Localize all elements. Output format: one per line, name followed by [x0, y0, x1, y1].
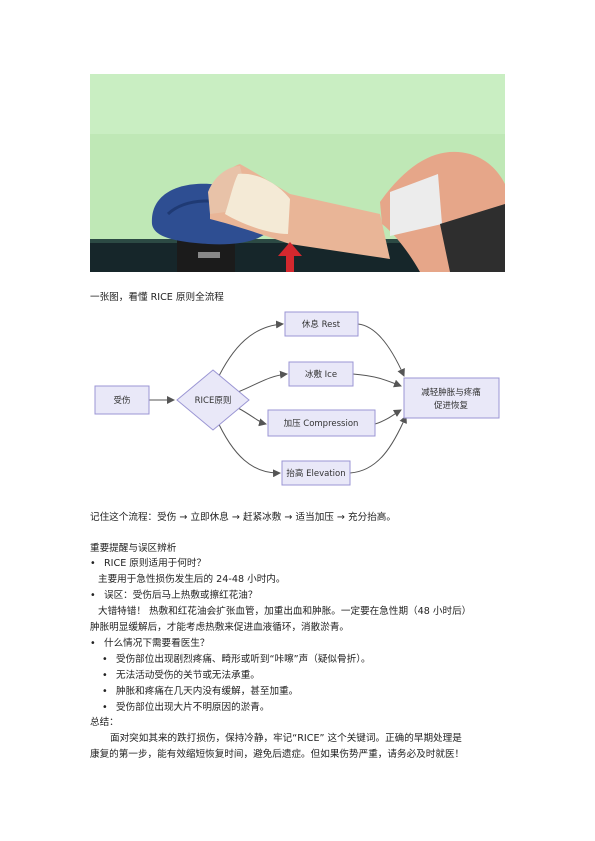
node-ice: [288, 361, 354, 387]
question-3-text: 什么情况下需要看医生？: [104, 638, 210, 649]
question-3: • 什么情况下需要看医生？: [90, 637, 210, 651]
image-caption: 一张图，看懂 RICE 原则全流程: [90, 292, 224, 303]
node-injury: [94, 385, 150, 415]
node-outcome-label-1: 减轻肿胀与疼痛: [421, 387, 481, 398]
edge-decision-ice: [237, 370, 288, 393]
doctor-item-text: 肿胀和疼痛在几天内没有缓解，甚至加重。: [116, 686, 299, 697]
node-elevation-label: 抬高 Elevation: [286, 468, 345, 479]
edge-decision-compression: [237, 407, 267, 427]
answer-2-line-2: 肿胀明显缓解后，才能考虑热敷来促进血液循环，消散淤青。: [90, 622, 350, 633]
doctor-item: • 受伤部位出现大片不明原因的淤青。: [102, 701, 270, 715]
doctor-item-text: 无法活动受伤的关节或无法承重。: [116, 670, 260, 681]
question-2-text: 误区：受伤后马上热敷或擦红花油？: [104, 590, 258, 601]
node-compression-label: 加压 Compression: [284, 418, 359, 429]
section-title: 重要提醒与误区辨析: [90, 543, 177, 554]
node-ice-label: 冰敷 Ice: [305, 369, 337, 380]
answer-2-line-1: 大错特错！ 热敷和红花油会扩张血管，加重出血和肿胀。一定要在急性期（48 小时后…: [98, 606, 472, 617]
edge-ice-outcome: [352, 373, 402, 388]
doctor-item-text: 受伤部位出现剧烈疼痛、畸形或听到“咔嚓”声（疑似骨折）。: [116, 654, 371, 665]
edge-compression-outcome: [374, 409, 402, 425]
answer-1: 主要用于急性损伤发生后的 24-48 小时内。: [98, 574, 286, 585]
node-rest-label: 休息 Rest: [302, 319, 341, 330]
question-1: • RICE 原则适用于何时？: [90, 557, 206, 571]
summary-line-2: 康复的第一步，能有效缩短恢复时间，避免后遗症。但如果伤势严重，请务必及时就医！: [90, 749, 465, 760]
bullet: •: [90, 558, 96, 569]
summary-title: 总结：: [90, 717, 119, 728]
bullet: •: [102, 654, 108, 665]
question-1-text: RICE 原则适用于何时？: [104, 558, 207, 569]
elevated-foot-illustration: [90, 74, 505, 272]
edge-rest-outcome: [357, 323, 405, 377]
bullet: •: [102, 670, 108, 681]
node-decision: [176, 369, 250, 431]
sequence-line: 记住这个流程：受伤 → 立即休息 → 赶紧冰敷 → 适当加压 → 充分抬高。: [90, 512, 396, 523]
doctor-item: • 受伤部位出现剧烈疼痛、畸形或听到“咔嚓”声（疑似骨折）。: [102, 653, 371, 667]
bullet: •: [90, 638, 96, 649]
summary-line-1: 面对突如其来的跌打损伤，保持冷静，牢记“RICE” 这个关键词。正确的早期处理是: [110, 733, 462, 744]
bullet: •: [90, 590, 96, 601]
question-2: • 误区：受伤后马上热敷或擦红花油？: [90, 589, 258, 603]
node-injury-label: 受伤: [113, 395, 130, 406]
doctor-item-text: 受伤部位出现大片不明原因的淤青。: [116, 702, 270, 713]
node-rest: [284, 311, 359, 337]
node-outcome-label-2: 促进恢复: [434, 400, 469, 411]
doctor-item: • 肿胀和疼痛在几天内没有缓解，甚至加重。: [102, 685, 298, 699]
bullet: •: [102, 686, 108, 697]
edge-decision-rest: [215, 320, 284, 383]
flow-svg: 受伤 RICE原则 休息 Rest 冰敷 Ice 加压 Compression …: [94, 311, 500, 486]
edge-decision-elevation: [215, 417, 281, 478]
doctor-item: • 无法活动受伤的关节或无法承重。: [102, 669, 260, 683]
rice-flow-diagram: 受伤 RICE原则 休息 Rest 冰敷 Ice 加压 Compression …: [88, 306, 508, 498]
node-elevation: [281, 460, 351, 486]
bullet: •: [102, 702, 108, 713]
node-decision-label: RICE原则: [195, 395, 232, 406]
node-compression: [267, 409, 376, 437]
edge-elevation-outcome: [349, 415, 407, 474]
node-outcome: [403, 377, 500, 419]
elevated-foot-drawing: [90, 74, 505, 272]
